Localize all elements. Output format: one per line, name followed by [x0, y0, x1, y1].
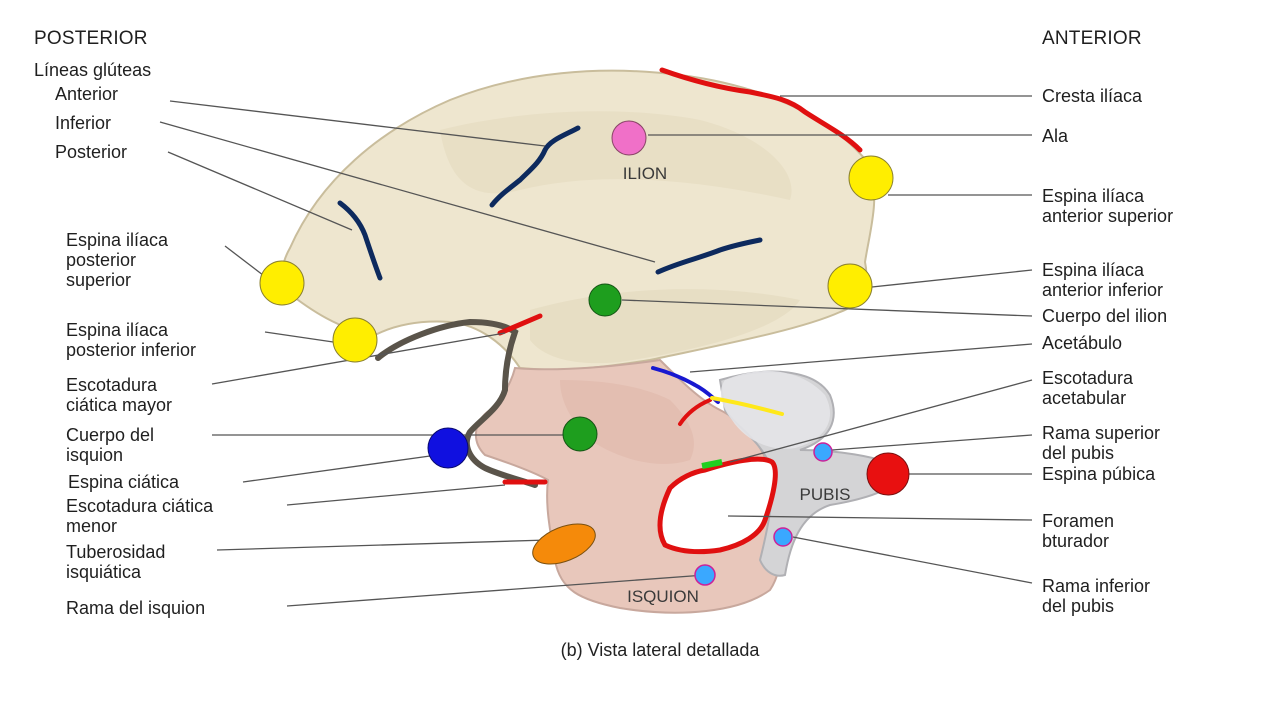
posterior-gluteal-line — [337, 200, 383, 281]
anterior-superior-iliac-spine-marker — [848, 155, 894, 201]
label-right-0: Cresta ilíaca — [1042, 86, 1143, 106]
ala-marker — [611, 120, 647, 156]
acetabulum-red-line — [678, 398, 712, 426]
inferior-pubic-ramus-marker — [773, 527, 793, 547]
superior-pubic-ramus-marker — [813, 442, 833, 462]
label-left-7: Espina ciática — [68, 472, 180, 492]
posterior-superior-iliac-spine-marker — [259, 260, 305, 306]
ischial-tuberosity-marker — [532, 523, 596, 565]
region-label-ilion: ILION — [623, 164, 667, 183]
acetabular-notch-mark — [701, 459, 723, 469]
femoral-head — [720, 371, 831, 449]
ischial-ramus-marker — [694, 564, 716, 586]
label-right-8: Espina púbica — [1042, 464, 1156, 484]
label-left-1: Inferior — [55, 113, 112, 133]
sciatic-notch-edge — [375, 318, 538, 488]
leader-lines — [159, 95, 1033, 607]
label-left-0: Anterior — [55, 84, 119, 104]
ilium-shading — [440, 111, 792, 200]
ischium-shading — [560, 380, 694, 464]
ischium-body-marker — [562, 416, 598, 452]
posterior-heading: POSTERIOR — [34, 28, 148, 49]
anterior-inferior-iliac-spine-marker — [827, 263, 873, 309]
anterior-heading: ANTERIOR — [1042, 28, 1142, 49]
region-label-isquion: ISQUION — [627, 587, 699, 606]
label-left-2: Posterior — [55, 142, 128, 162]
pubic-spine-marker — [866, 452, 910, 496]
label-right-4: Cuerpo del ilion — [1042, 306, 1168, 326]
anterior-gluteal-line — [489, 125, 581, 208]
iliac-crest-line — [659, 67, 863, 153]
label-right-5: Acetábulo — [1042, 333, 1123, 353]
gluteal-lines-heading: Líneas glúteas — [34, 60, 152, 80]
label-left-10: Rama del isquion — [66, 598, 206, 618]
inferior-gluteal-line — [655, 237, 763, 275]
ischial-spine-marker — [427, 427, 469, 469]
label-right-1: Ala — [1042, 126, 1069, 146]
region-label-pubis: PUBIS — [799, 485, 850, 504]
posterior-inferior-iliac-spine-marker — [332, 317, 378, 363]
figure-caption: (b) Vista lateral detallada — [560, 640, 760, 660]
ilium-body-marker — [588, 283, 622, 317]
greater-sciatic-notch-mark — [497, 313, 543, 336]
acetabulum-yellow-line — [710, 396, 784, 416]
obturator-foramen — [657, 456, 778, 555]
